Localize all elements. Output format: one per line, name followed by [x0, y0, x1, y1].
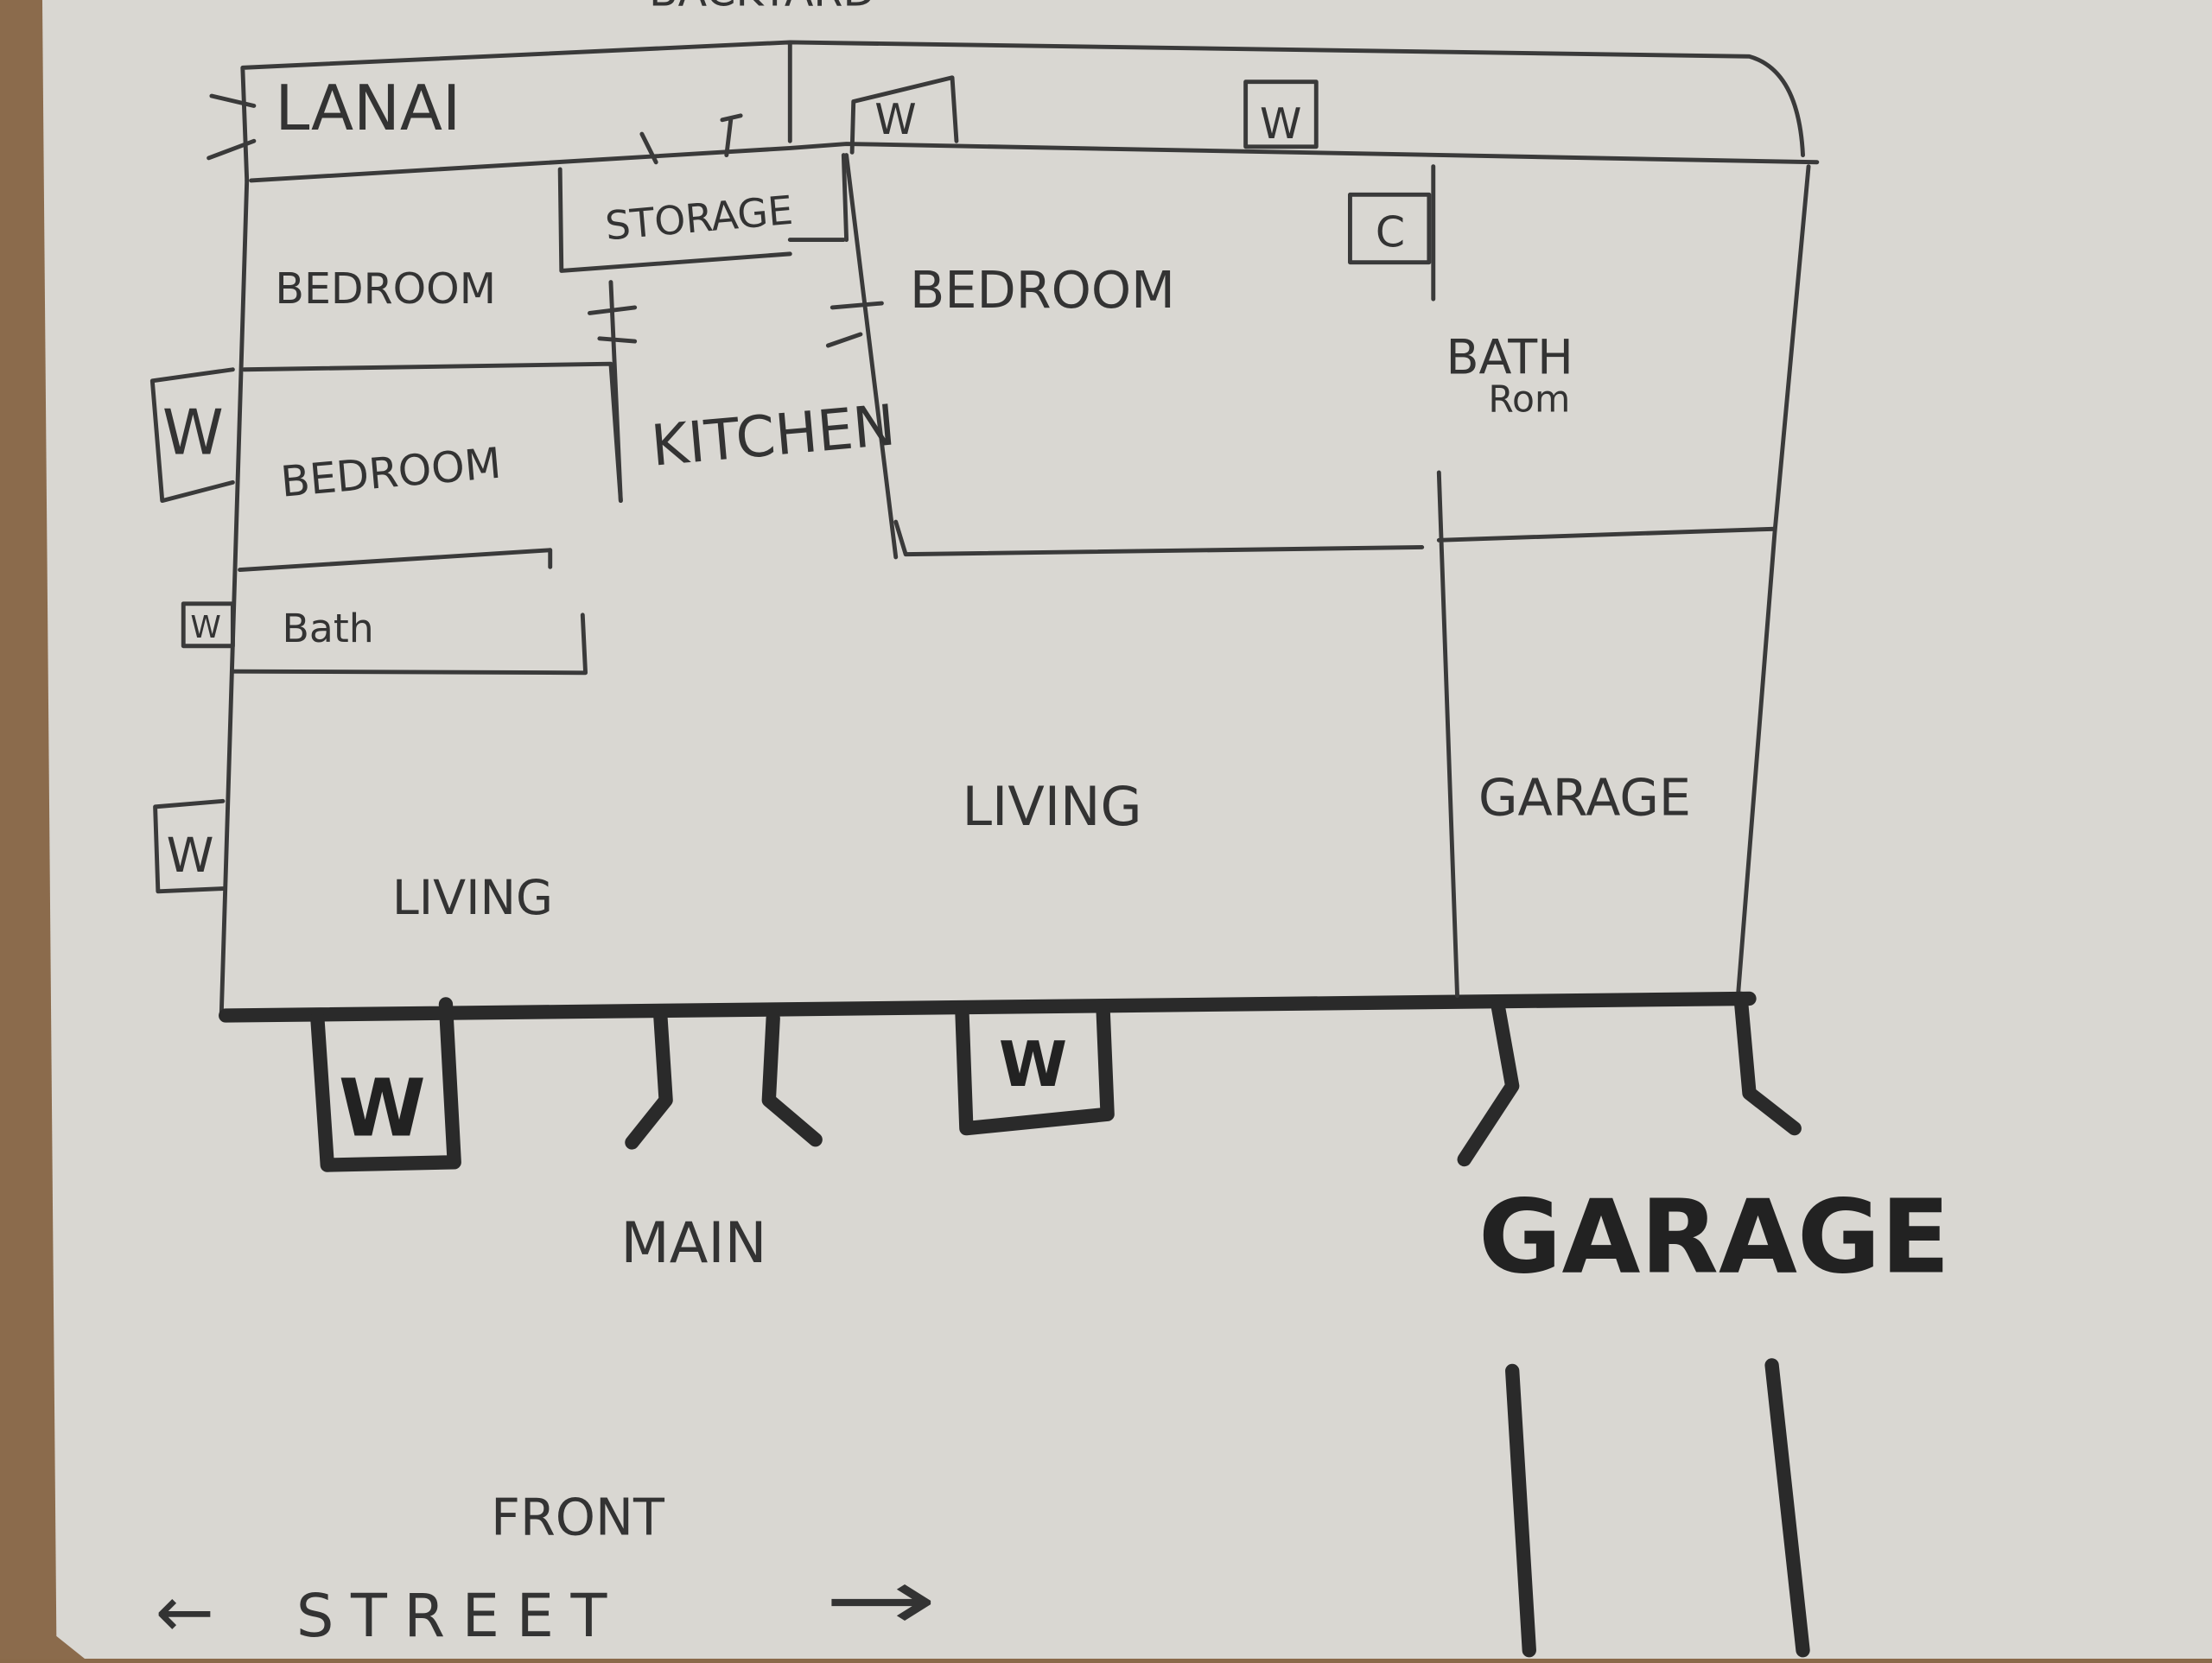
closet-label: C	[1376, 208, 1405, 257]
svg-text:W: W	[1260, 99, 1301, 149]
bedroom-right-wall	[893, 519, 1425, 557]
main-entry-label: MAIN	[620, 1210, 766, 1276]
lanai-outline	[240, 40, 1805, 183]
kitchen-door-right	[825, 153, 899, 560]
driveway-lines	[1505, 1358, 1810, 1658]
closet-box	[1348, 192, 1432, 265]
backyard-label: BACKYARD	[649, 0, 875, 16]
street-label: STREET	[296, 1582, 624, 1651]
bathroom-label-1: BATH	[1446, 330, 1573, 386]
svg-text:W: W	[874, 95, 916, 144]
garage-entry-label: GARAGE	[1478, 1178, 1950, 1297]
bedroom-1-label: BEDROOM	[275, 264, 496, 314]
street-left-arrow: ←	[156, 1571, 214, 1653]
window-front-2: W	[955, 1006, 1115, 1136]
outer-walls	[219, 164, 1811, 1015]
bedroom-3-label: BEDROOM	[910, 260, 1175, 320]
window-back-1: W	[849, 75, 959, 155]
main-door	[625, 1006, 823, 1150]
svg-text:W: W	[999, 1028, 1067, 1101]
svg-text:W: W	[339, 1062, 426, 1154]
svg-text:W: W	[167, 828, 214, 884]
svg-text:W: W	[162, 397, 224, 469]
garage-room-label: GARAGE	[1478, 768, 1691, 828]
garage-door	[1457, 991, 1802, 1167]
lanai-label: LANAI	[275, 72, 461, 144]
window-front-1: W	[310, 997, 461, 1172]
svg-text:W: W	[190, 610, 221, 645]
kitchen-door-left	[588, 280, 638, 504]
lanai-door	[207, 93, 257, 161]
bathroom-garage-walls	[1431, 164, 1777, 999]
window-back-2: W	[1243, 79, 1319, 149]
living-2-label: LIVING	[962, 775, 1141, 838]
storage-walls	[557, 153, 849, 273]
living-1-label: LIVING	[392, 870, 553, 926]
back-wall	[249, 142, 1820, 183]
window-left-1: W	[149, 367, 235, 504]
paper-sheet	[41, 0, 2212, 1659]
bath-walls	[230, 548, 588, 676]
window-left-3: W	[153, 798, 226, 894]
storage-door	[639, 113, 743, 165]
window-left-2: W	[181, 601, 235, 649]
bath-1-label: Bath	[283, 606, 374, 651]
street-right-arrow: →	[823, 1551, 937, 1649]
front-label: FRONT	[491, 1487, 665, 1546]
bathroom-label-2: Rom	[1488, 379, 1570, 422]
